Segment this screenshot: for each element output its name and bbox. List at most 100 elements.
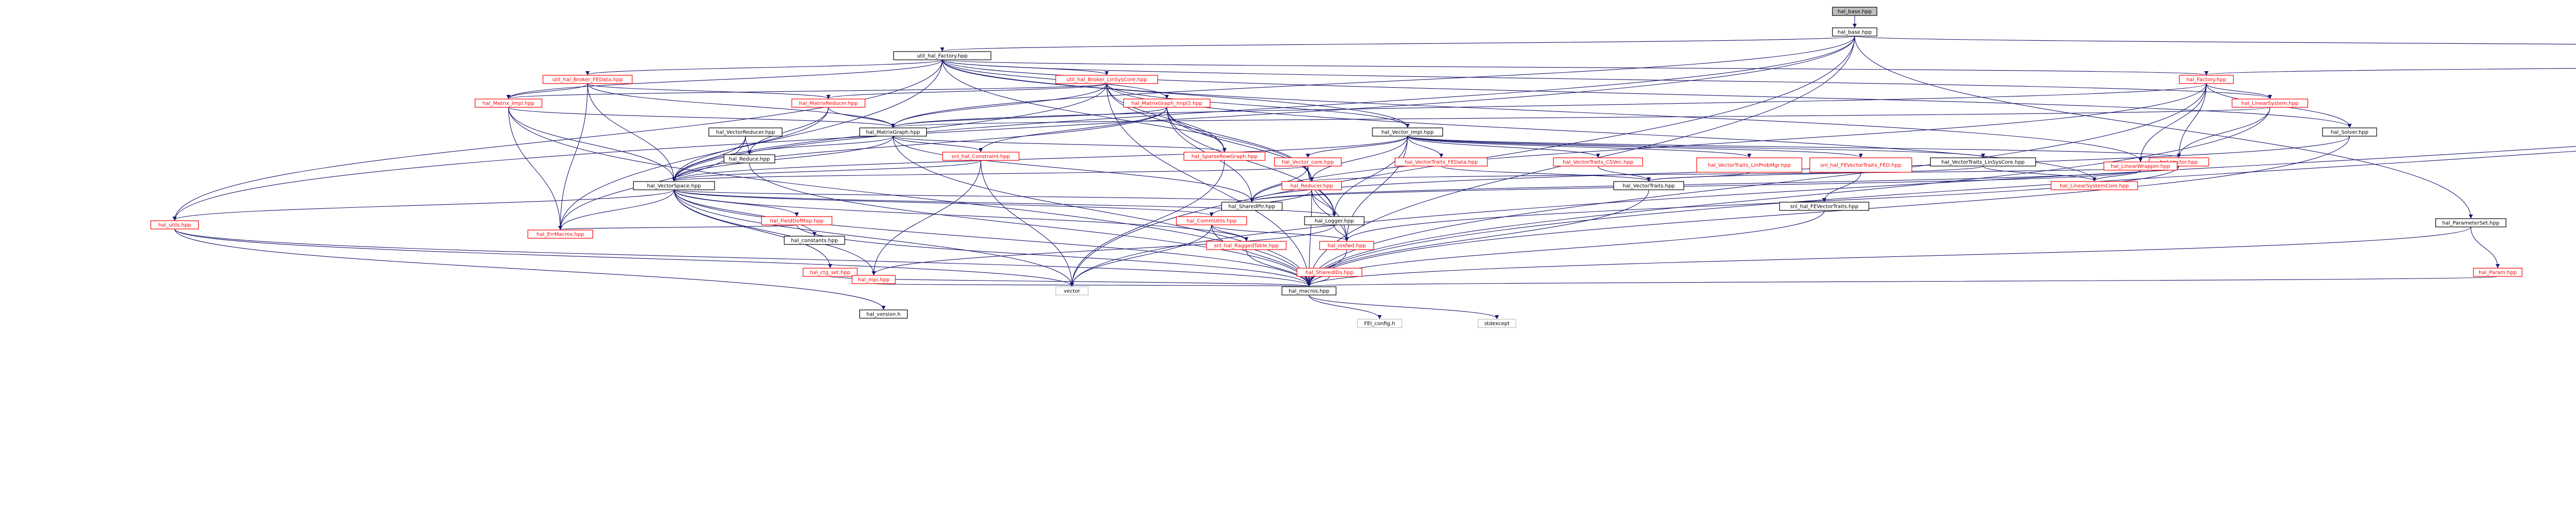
edge-hal-factory-to-vector xyxy=(2177,83,2207,158)
node-vectortraits[interactable]: hal_VectorTraits.hpp xyxy=(1613,181,1684,190)
node-utils[interactable]: hal_utils.hpp xyxy=(150,220,199,229)
node-ragged[interactable]: snl_hal_RaggedTable.hpp xyxy=(1206,241,1287,250)
node-label: snl_hal_RaggedTable.hpp xyxy=(1214,243,1279,249)
node-constraint[interactable]: snl_hal_Constraint.hpp xyxy=(942,152,1020,161)
node-label: hal_SparseRowGraph.hpp xyxy=(1192,154,1258,160)
node-solver[interactable]: hal_Solver.hpp xyxy=(2322,127,2377,137)
edge-hal-factory-to-matrixgraph xyxy=(891,83,2207,128)
node-mpi[interactable]: hal_mpi.hpp xyxy=(852,275,896,284)
node-label: hal_CommUtils.hpp xyxy=(1187,219,1236,224)
node-box xyxy=(852,275,896,284)
node-vt-fedata[interactable]: hal_VectorTraits_FEData.hpp xyxy=(1395,157,1488,167)
edge-factory-to-linear-wrapper xyxy=(942,59,2143,162)
node-matrix-reducer[interactable]: hal_MatrixReducer.hpp xyxy=(791,98,866,108)
node-label: hal_ParameterSet.hpp xyxy=(2442,221,2499,226)
node-box xyxy=(2322,127,2377,137)
edge-logger-to-iosfwd xyxy=(1334,224,1349,241)
edge-broker-fedata-to-matrixgraph xyxy=(587,83,895,128)
node-fieldmap[interactable]: hal_FieldDofMap.hpp xyxy=(761,216,833,225)
edge-vector-core-to-sharedptr xyxy=(1249,166,1309,202)
node-commutils[interactable]: hal_CommUtils.hpp xyxy=(1176,216,1247,225)
node-box xyxy=(1221,202,1283,211)
node-shared-ids[interactable]: hal_SharedIDs.hpp xyxy=(1296,268,1363,277)
node-box xyxy=(859,127,927,137)
edge-vector-impl-to-logger xyxy=(1332,136,1408,217)
node-sharedptr[interactable]: hal_SharedPtr.hpp xyxy=(1221,202,1283,211)
node-version[interactable]: hal_version.h xyxy=(859,309,908,319)
node-linear-wrapper[interactable]: hal_LinearWrapper.hpp xyxy=(2104,161,2178,171)
edge-factory-to-errmacros xyxy=(558,59,943,230)
node-vector-impl[interactable]: hal_Vector_Impl.hpp xyxy=(1372,127,1443,137)
edge-commutils-to-vector-std xyxy=(1070,224,1212,287)
edge-vt-fedata-to-vectortraits xyxy=(1440,166,1651,182)
node-box xyxy=(2435,218,2506,227)
edge-matrix-reducer-to-vectorspace xyxy=(672,107,829,182)
node-reduce[interactable]: hal_Reduce.hpp xyxy=(723,154,775,163)
node-matrixgraph-impl2[interactable]: hal_MatrixGraph_Impl2.hpp xyxy=(1123,98,1211,108)
node-matrixgraph[interactable]: hal_MatrixGraph.hpp xyxy=(859,127,927,137)
node-vt-csvec[interactable]: hal_VectorTraits_CSVec.hpp xyxy=(1553,157,1643,167)
node-matrix-impl[interactable]: hal_Matrix_Impl.hpp xyxy=(474,98,543,108)
node-fevectortraits[interactable]: snl_hal_FEVectorTraits.hpp xyxy=(1779,202,1870,211)
node-fevectortraits-fed[interactable]: snl_hal_FEVectorTraits_FED.hpp xyxy=(1809,157,1912,173)
node-label: hal_VectorTraits_LinProbMgr.hpp xyxy=(1708,163,1791,169)
node-label: hal_mpi.hpp xyxy=(858,277,889,283)
edge-fevectortraits-to-macros xyxy=(1307,210,1825,287)
edge-logger-to-mpi xyxy=(872,224,1335,275)
node-param[interactable]: hal_Param.hpp xyxy=(2473,268,2522,277)
node-stdexcept[interactable]: stdexcept xyxy=(1478,319,1516,328)
node-vector-reducer[interactable]: hal_VectorReducer.hpp xyxy=(708,127,783,137)
node-macros[interactable]: hal_macros.hpp xyxy=(1281,286,1336,295)
node-label: hal_SharedPtr.hpp xyxy=(1228,204,1275,210)
edge-linear-system-to-vector xyxy=(2177,107,2270,158)
node-hal-base[interactable]: hal_base.hpp xyxy=(1832,27,1877,37)
node-label: hal_Reducer.hpp xyxy=(1291,184,1333,189)
node-broker-fedata[interactable]: util_hal_Broker_FEData.hpp xyxy=(543,75,633,84)
node-iosfwd[interactable]: hal_iosfwd.hpp xyxy=(1319,241,1375,250)
node-sparse-row[interactable]: hal_SparseRowGraph.hpp xyxy=(1183,152,1266,161)
edge-matrix-reducer-to-matrixgraph xyxy=(828,107,895,128)
node-ctg-set[interactable]: hal_ctg_set.hpp xyxy=(803,268,858,277)
node-box xyxy=(1372,127,1443,137)
edge-vector-impl-to-fevectortraits-fed xyxy=(1407,136,1863,158)
edge-vectorspace-to-vector-std xyxy=(673,189,1074,287)
node-logger[interactable]: hal_Logger.hpp xyxy=(1304,216,1365,225)
node-factory[interactable]: util_hal_Factory.hpp xyxy=(893,51,992,60)
node-constants[interactable]: hal_constants.hpp xyxy=(784,236,845,245)
edge-vector-impl-to-vector xyxy=(1407,136,2181,158)
node-hal-factory[interactable]: hal_Factory.hpp xyxy=(2179,75,2234,84)
node-box xyxy=(1478,319,1516,328)
node-linsyscore[interactable]: hal_LinearSystemCore.hpp xyxy=(2050,181,2138,190)
edge-matrix-impl-to-vectorspace xyxy=(508,107,676,182)
node-box xyxy=(1055,75,1158,84)
node-linear-system[interactable]: hal_LinearSystem.hpp xyxy=(2231,98,2309,108)
node-broker-linsys[interactable]: util_hal_Broker_LinSysCore.hpp xyxy=(1055,75,1158,84)
node-vt-linprob[interactable]: hal_VectorTraits_LinProbMgr.hpp xyxy=(1696,157,1803,173)
node-box xyxy=(2473,268,2522,277)
edge-vectorspace-to-ragged xyxy=(673,189,1249,241)
edge-vectorspace-to-sharedptr xyxy=(673,189,1254,202)
node-vector-std[interactable]: vector xyxy=(1055,286,1089,295)
edge-vt-linsyscore-to-linsyscore xyxy=(1982,166,2097,182)
node-vt-linsyscore[interactable]: hal_VectorTraits_LinSysCore.hpp xyxy=(1930,157,2036,167)
edge-vector-impl-to-vt-linprob xyxy=(1407,136,1752,158)
edge-broker-fedata-to-vectorspace xyxy=(587,83,676,182)
edge-matrixgraph-to-vectorspace xyxy=(672,136,894,182)
node-fei-config[interactable]: FEI_config.h xyxy=(1357,319,1402,328)
edge-broker-linsys-to-matrix-reducer xyxy=(826,83,1107,99)
node-parameterset[interactable]: hal_ParameterSet.hpp xyxy=(2435,218,2506,227)
node-label: hal_SharedIDs.hpp xyxy=(1306,270,1354,276)
node-vector-core[interactable]: hal_Vector_core.hpp xyxy=(1274,157,1342,167)
node-root[interactable]: hal_base.hpp xyxy=(1832,7,1877,16)
node-errmacros[interactable]: hal_ErrMacros.hpp xyxy=(527,229,594,239)
edge-commutils-to-ragged xyxy=(1211,224,1249,241)
node-label: hal_Param.hpp xyxy=(2479,270,2517,276)
node-box xyxy=(1296,268,1363,277)
node-reducer[interactable]: hal_Reducer.hpp xyxy=(1281,181,1342,190)
edge-reduce-to-macros xyxy=(749,162,1311,287)
node-box xyxy=(1304,216,1365,225)
node-vectorspace[interactable]: hal_VectorSpace.hpp xyxy=(633,181,715,190)
node-box xyxy=(761,216,833,225)
node-label: snl_hal_Constraint.hpp xyxy=(952,154,1010,160)
edge-matrixgraph-impl2-to-matrixgraph xyxy=(891,107,1167,128)
